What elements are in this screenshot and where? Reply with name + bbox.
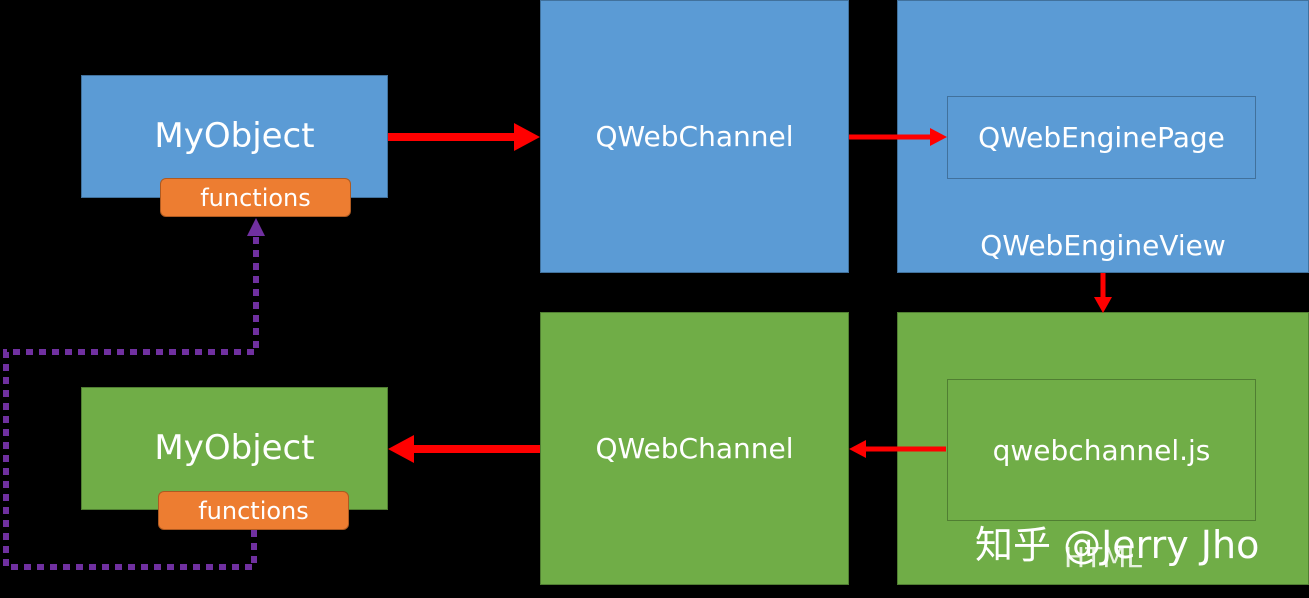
bottom-myobject-label: MyObject [154,428,315,468]
bottom-functions-badge: functions [158,491,349,530]
qwebchannel-js-box: qwebchannel.js [947,379,1256,521]
arrow-js-to-qwebchannel [849,440,946,458]
arrow-view-to-html [1094,273,1112,313]
html-label: HTML [1064,541,1142,574]
top-qwebchannel-box: QWebChannel [540,0,849,273]
dashed-connector-functions [3,218,265,570]
watermark: 知乎 @Jerry Jho [975,523,1260,567]
qwebenginepage-label: QWebEnginePage [978,121,1225,154]
qwebengineview-label: QWebEngineView [980,229,1226,262]
qwebchannel-js-label: qwebchannel.js [992,433,1211,467]
qwebengineview-box: QWebEnginePage QWebEngineView [897,0,1309,273]
bottom-functions-label: functions [198,496,309,525]
html-box: qwebchannel.js HTML [897,312,1309,585]
bottom-myobject-box: MyObject [81,387,388,510]
arrow-qwebchannel-to-bottom-myobject [388,435,540,463]
top-functions-badge: functions [160,178,351,217]
arrow-top-myobject-to-qwebchannel [388,123,540,151]
top-myobject-box: MyObject [81,75,388,198]
bottom-qwebchannel-box: QWebChannel [540,312,849,585]
qwebenginepage-box: QWebEnginePage [947,96,1256,179]
top-functions-label: functions [200,183,311,212]
top-myobject-label: MyObject [154,116,315,156]
arrow-qwebchannel-to-page [849,128,947,146]
bottom-qwebchannel-label: QWebChannel [595,432,794,465]
top-qwebchannel-label: QWebChannel [595,120,794,153]
